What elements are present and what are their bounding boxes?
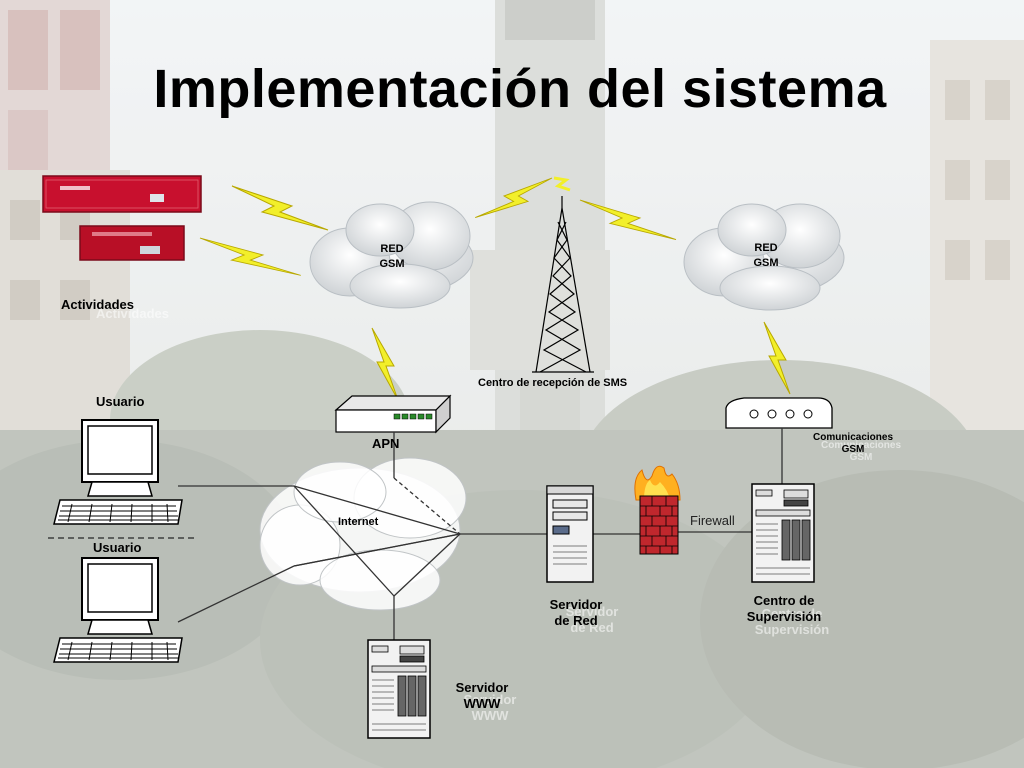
lightning-bolt-icon	[231, 185, 329, 231]
slide-title: Implementación del sistema	[153, 59, 887, 119]
gps-device-rack	[42, 175, 202, 213]
label-actividades: Actividades	[61, 297, 134, 312]
lightning-bolt-icon	[763, 321, 791, 395]
antenna-tower-icon	[532, 196, 594, 373]
label-centro-sms: Centro de recepción de SMS	[478, 377, 628, 389]
label-shadow: Actividades	[96, 306, 169, 321]
label-usuario-2: Usuario	[93, 540, 142, 555]
network-links	[177, 428, 783, 640]
computer-icon	[53, 419, 183, 525]
label-apn: APN	[372, 436, 400, 451]
lightning-bolt-icon	[553, 176, 571, 192]
label-firewall: Firewall	[690, 513, 735, 528]
modem-icon	[725, 397, 833, 429]
computer-icon	[53, 557, 183, 663]
lightning-bolt-icon	[474, 177, 553, 219]
lightning-bolt-icon	[579, 199, 677, 241]
cloud-icon	[683, 203, 845, 311]
gps-device-box	[79, 225, 185, 261]
cloud-icon	[309, 201, 474, 309]
firewall-icon	[634, 465, 681, 555]
server-icon	[751, 483, 815, 583]
server-icon	[546, 485, 594, 583]
cloud-icon	[259, 457, 467, 611]
server-icon	[367, 639, 431, 739]
label-internet: Internet	[338, 516, 379, 528]
label-usuario-1: Usuario	[96, 394, 145, 409]
modem-icon	[334, 394, 452, 434]
lightning-bolt-icon	[371, 327, 399, 401]
lightning-bolt-icon	[199, 237, 302, 276]
